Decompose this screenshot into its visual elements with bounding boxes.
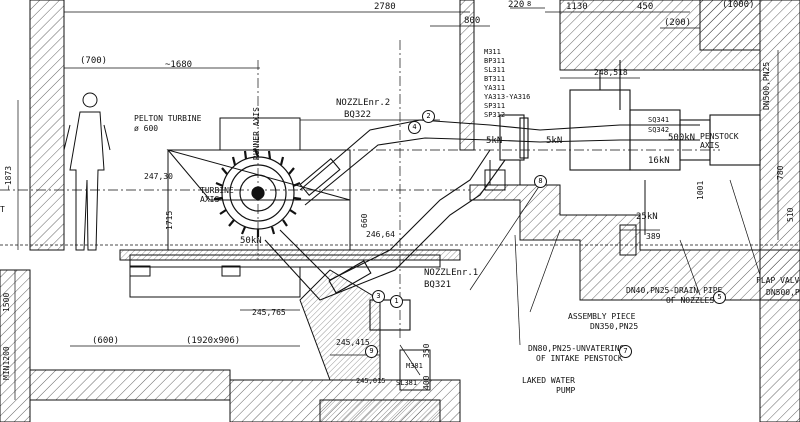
man-figure: [63, 92, 111, 251]
label-m381: M381: [406, 362, 423, 370]
sensor-bt311: BT311: [484, 75, 506, 83]
dim-400: 400: [422, 375, 431, 390]
label-pelton-turbine: PELTON TURBINE: [134, 114, 202, 123]
dim-450: 450: [637, 2, 654, 12]
force-16kn: 16kN: [648, 156, 670, 166]
label-dn350: DN350,PN25: [590, 322, 639, 331]
dim-min1200: MIN1200: [2, 346, 11, 380]
label-laked-water: LAKED WATER: [522, 376, 575, 385]
sensor-ya311: YA311: [484, 84, 506, 92]
sensor-ya313-316: YA313-YA316: [484, 93, 531, 101]
tag-9: 9: [365, 345, 378, 358]
label-t: T: [0, 205, 5, 214]
tag-1: 1: [390, 295, 403, 308]
force-5kn-a: 5kN: [486, 136, 503, 146]
label-flap-dn: DN500,PN: [766, 288, 800, 297]
tag-4: 4: [408, 121, 421, 134]
dim-510: 510: [786, 207, 795, 222]
dim-350: 350: [422, 343, 431, 358]
sensor-sp311: SP311: [484, 102, 506, 110]
tag-5: 5: [713, 291, 726, 304]
dim-2780: 2780: [374, 2, 396, 12]
label-sl381: SL381: [396, 379, 418, 387]
pelton-runner: [213, 148, 302, 237]
tag-2: 2: [422, 110, 435, 123]
dim-1130: 1130: [566, 2, 588, 12]
label-bq322: BQ322: [344, 110, 372, 120]
dim-389: 389: [646, 232, 661, 241]
dim-1500: 1500: [2, 292, 11, 312]
dim-700: (700): [80, 56, 108, 66]
dim-200: (200): [664, 18, 692, 28]
force-5kn-b: 5kN: [546, 136, 563, 146]
label-sq342: SQ342: [648, 126, 670, 134]
force-25kn: 25kN: [636, 212, 658, 222]
sensor-m311: M311: [484, 48, 501, 56]
dim-220: 220: [508, 0, 525, 10]
label-sq341: SQ341: [648, 116, 670, 124]
sensor-sp312: SP312: [484, 111, 506, 119]
dim-24664: 246,64: [366, 230, 395, 239]
label-assembly-piece: ASSEMBLY PIECE: [568, 312, 636, 321]
dim-245765: 245,765: [252, 308, 286, 317]
dim-8: 8: [527, 0, 532, 8]
force-500kn: 500kN: [668, 133, 696, 143]
label-of-nozzles: OF NOZZLES: [666, 296, 715, 305]
dim-780: 780: [776, 165, 785, 180]
leader-lines: [399, 179, 761, 376]
label-nozzle-1: NOZZLEnr.1: [424, 268, 479, 278]
label-penstock-axis: PENSTOCK AXIS: [700, 132, 739, 150]
supports: [129, 160, 646, 391]
nozzle-pipes: [264, 60, 761, 331]
runner-buckets: [213, 148, 302, 237]
label-drain-pipe: DN40,PN25-DRAIN PIPE: [626, 286, 723, 295]
dim-245415: 245,415: [336, 338, 370, 347]
dim-245015: 245,015: [356, 377, 386, 385]
label-pump: PUMP: [556, 386, 576, 395]
tag-8: 8: [534, 175, 547, 188]
tag-7: 7: [619, 345, 632, 358]
label-unwatering: DN80,PN25-UNVATERING: [528, 344, 625, 353]
dim-1680: ~1680: [165, 60, 193, 70]
sensor-bp311: BP311: [484, 57, 506, 65]
dim-660: 660: [360, 213, 369, 228]
dim-600: (600): [92, 336, 120, 346]
dim-1873: ~1873: [4, 165, 13, 190]
label-turbine-axis: TURBINE AXIS: [200, 186, 234, 204]
label-flap-valve: FLAP VALV: [756, 276, 800, 285]
sensor-sl311: SL311: [484, 66, 506, 74]
dimension-lines: [0, 7, 800, 400]
force-50kn: 50kN: [240, 236, 262, 246]
label-intake-penstock: OF INTAKE PENSTOCK: [536, 354, 623, 363]
tag-3: 3: [372, 290, 385, 303]
dim-800: 800: [464, 16, 481, 26]
label-pelton-diameter: ø 600: [134, 124, 159, 133]
label-bq321: BQ321: [424, 280, 452, 290]
dim-248518: 248,518: [594, 68, 628, 77]
label-dn500-top: DN500,PN25: [762, 61, 771, 110]
dim-24730: 247,30: [144, 172, 173, 181]
label-runner-axis: RUNNER AXIS: [252, 107, 261, 160]
dim-1715: 1715: [165, 210, 174, 230]
dim-1920x906: (1920x906): [186, 336, 241, 346]
dim-1000: (1000): [722, 0, 755, 10]
label-nozzle-2: NOZZLEnr.2: [336, 98, 391, 108]
dim-1001: 1001: [696, 180, 705, 200]
